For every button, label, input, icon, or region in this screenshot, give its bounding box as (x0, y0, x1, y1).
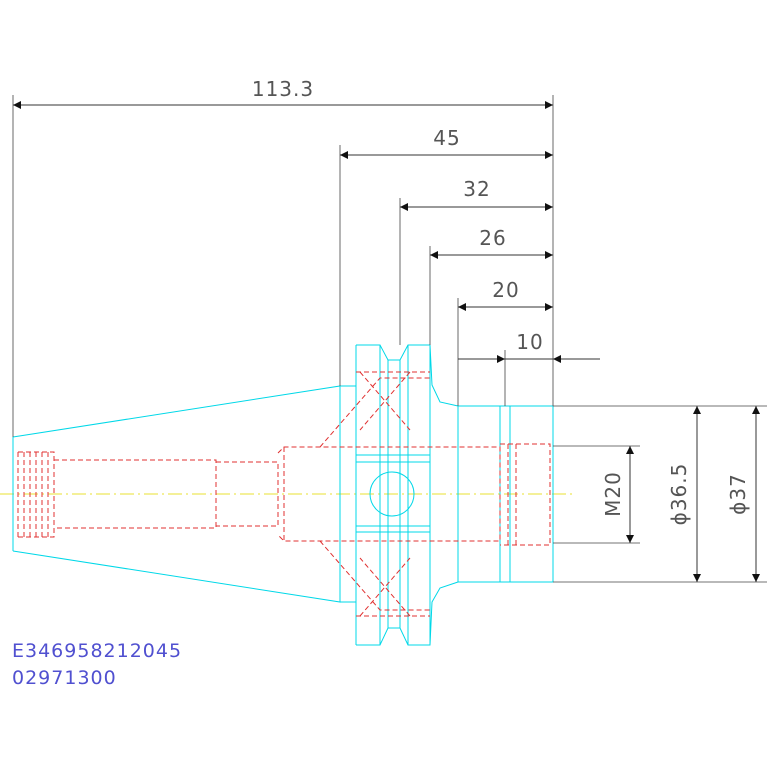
hidden-bore (17, 371, 551, 617)
dim-overall-length: 113.3 (252, 77, 314, 101)
dim-length-20: 20 (492, 278, 519, 302)
part-code-2: 02971300 (12, 667, 117, 689)
dim-length-26: 26 (479, 226, 506, 250)
dim-diameter-outer: ϕ37 (726, 473, 750, 515)
part-code-1: E346958212045 (12, 640, 183, 662)
dim-length-32: 32 (463, 177, 490, 201)
dim-length-10: 10 (516, 330, 543, 354)
dim-diameter-inner: ϕ36.5 (667, 463, 691, 526)
dim-length-45: 45 (433, 126, 460, 150)
extension-lines (12, 95, 767, 583)
holder-outline (12, 344, 554, 646)
dimension-lines (13, 101, 760, 582)
dim-thread: M20 (601, 471, 625, 517)
